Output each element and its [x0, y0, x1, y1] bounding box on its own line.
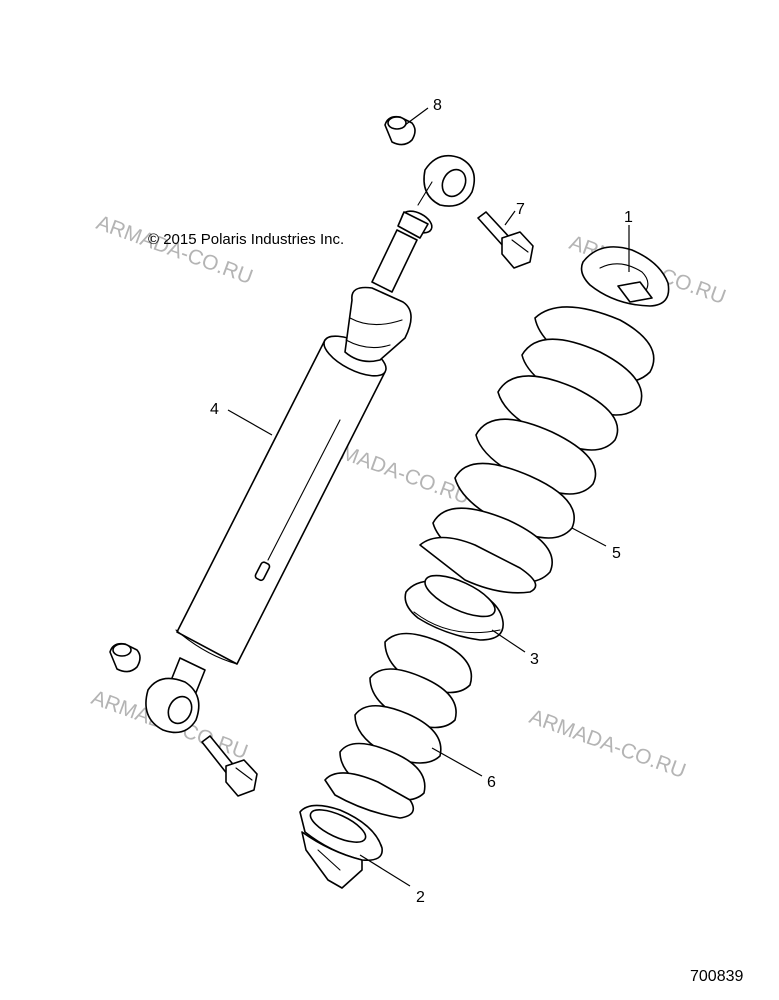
leader-lines	[227, 107, 630, 887]
callout-5: 5	[612, 545, 621, 562]
watermark-bottom-right: ARMADA-CO.RU	[526, 705, 688, 783]
small-spring	[324, 632, 473, 819]
copyright-notice: © 2015 Polaris Industries Inc.	[148, 231, 344, 248]
watermark-top-left: ARMADA-CO.RU	[93, 211, 255, 289]
callout-7: 7	[516, 201, 525, 218]
shock-piston-rod	[371, 229, 418, 293]
callout-8: 8	[433, 97, 442, 114]
shock-body-slot	[254, 561, 271, 582]
shock-absorber	[145, 154, 476, 734]
spring-seat	[404, 574, 504, 641]
lower-spring-seat	[299, 804, 383, 889]
callout-3: 3	[530, 651, 539, 668]
shock-bottom-eyelet-hole	[167, 695, 193, 725]
shock-top-eyelet-hole	[441, 168, 467, 198]
callout-4: 4	[210, 401, 219, 418]
large-spring	[419, 306, 655, 594]
bushing-bottom	[109, 642, 141, 673]
shock-body	[176, 339, 386, 665]
callout-2: 2	[416, 889, 425, 906]
bolt-top	[477, 211, 534, 269]
figure-number: 700839	[690, 968, 743, 985]
spring-retainer-clip	[580, 246, 670, 307]
callout-1: 1	[624, 209, 633, 226]
callout-6: 6	[487, 774, 496, 791]
callouts: 1 2 3 4 5 6 7 8	[210, 97, 633, 906]
bolt-bottom	[201, 735, 258, 797]
